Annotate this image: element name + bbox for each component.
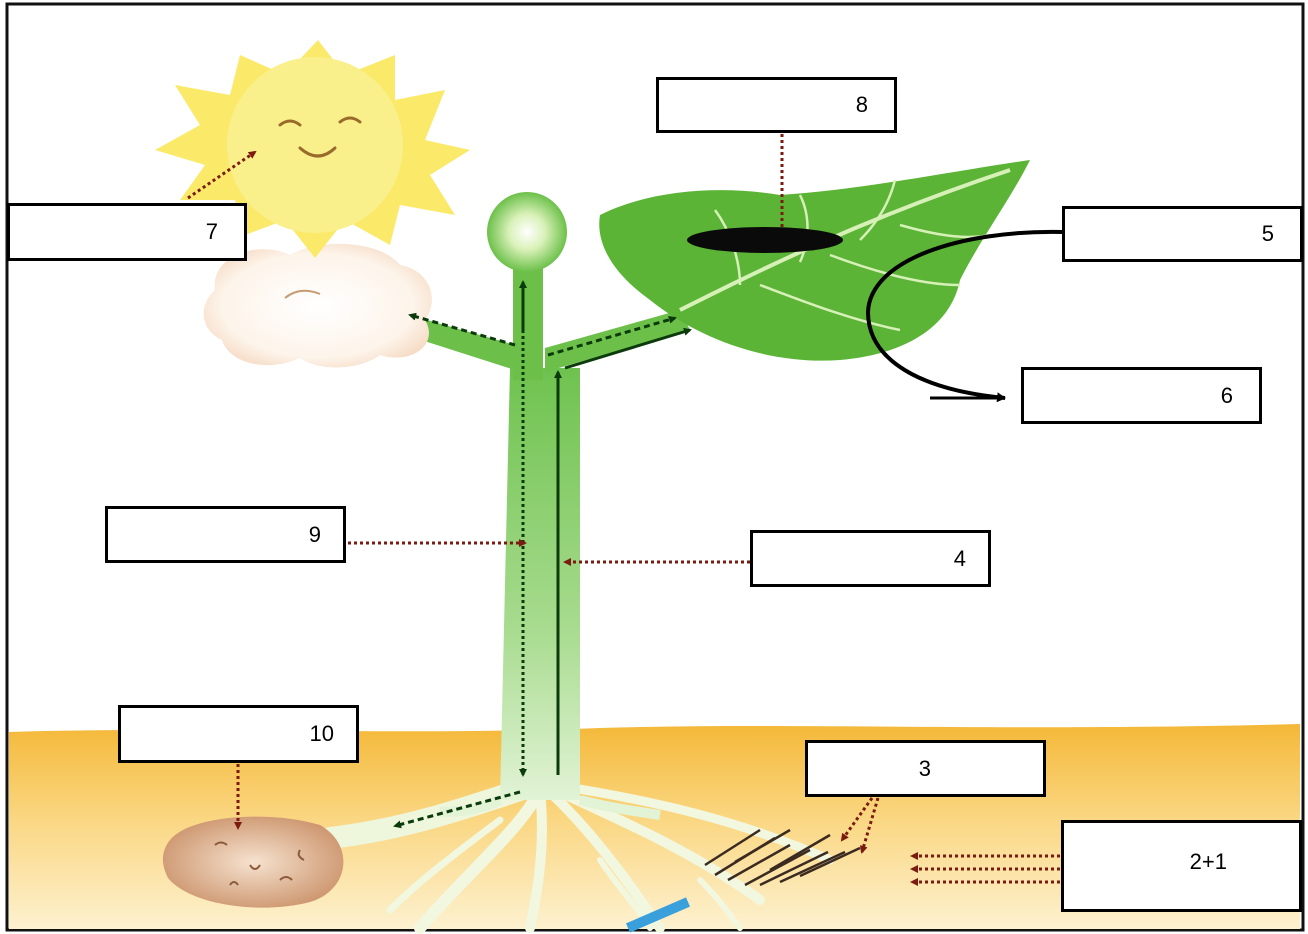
label-box-7[interactable]: 7 — [7, 203, 247, 261]
stem — [500, 368, 580, 800]
water-arrow — [626, 897, 690, 933]
outer-frame — [5, 2, 1305, 932]
label-box-5[interactable]: 5 — [1062, 206, 1303, 262]
label-box-6[interactable]: 6 — [1021, 367, 1262, 424]
label-text: 2+1 — [1189, 849, 1227, 874]
flower — [203, 243, 432, 368]
label-box-9[interactable]: 9 — [105, 506, 346, 563]
curved-arrow — [865, 229, 1063, 403]
label-box-10[interactable]: 10 — [118, 705, 359, 763]
label-text: 10 — [309, 721, 334, 746]
label-text: 6 — [1220, 382, 1233, 408]
roots — [386, 781, 835, 934]
right-branch — [545, 310, 690, 372]
label-text: 3 — [918, 755, 931, 781]
label-box-8[interactable]: 8 — [656, 77, 897, 133]
flower-bud — [487, 192, 567, 272]
label-text: 8 — [855, 92, 868, 117]
left-branch — [415, 318, 515, 370]
label-text: 5 — [1261, 221, 1274, 246]
root-hairs — [704, 828, 861, 887]
label-text: 4 — [953, 545, 966, 571]
stoma-spot — [687, 227, 843, 253]
tuber — [162, 816, 344, 908]
label-box-2-1[interactable]: 2+1 — [1061, 820, 1302, 912]
sun — [155, 40, 470, 258]
label-text: 7 — [205, 219, 218, 244]
flow-arrows — [393, 280, 692, 829]
label-box-4[interactable]: 4 — [750, 530, 991, 587]
label-box-3[interactable]: 3 — [805, 740, 1046, 797]
label-text: 9 — [308, 521, 321, 547]
leader-lines — [187, 134, 1060, 886]
